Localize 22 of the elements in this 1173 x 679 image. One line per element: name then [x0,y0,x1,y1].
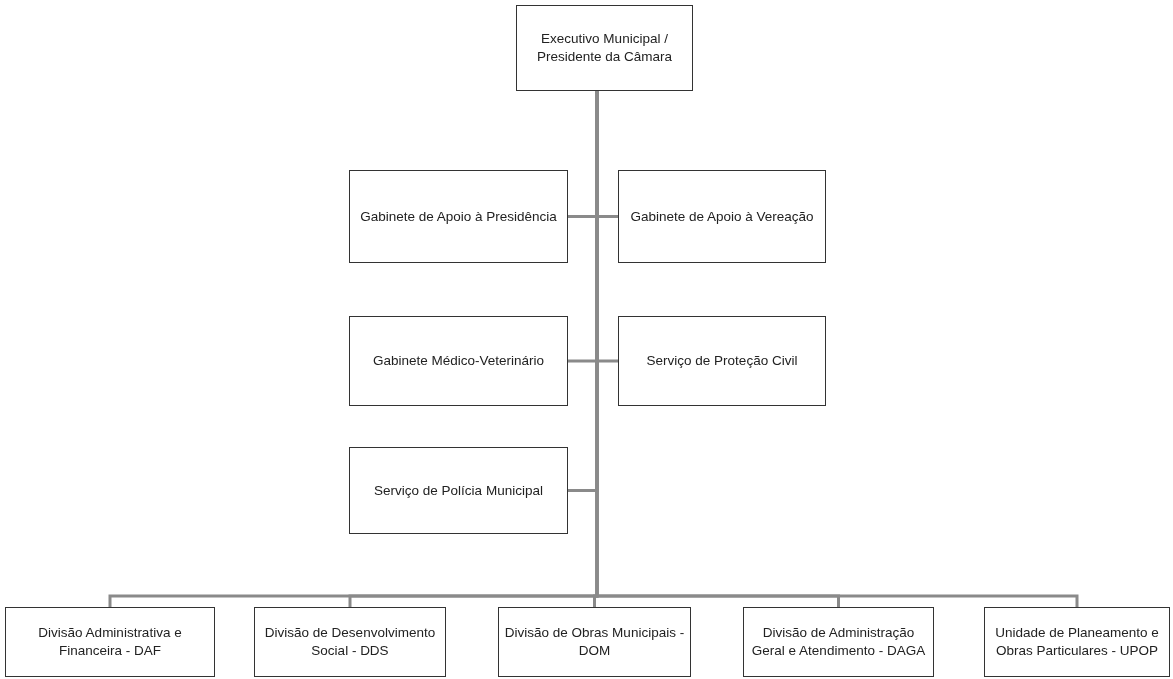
unit-name: Divisão Administrativa e Financeira - DAF [37,624,183,660]
unit-name: Serviço de Polícia Municipal [374,481,543,500]
unit-name: Divisão de Desenvolvimento Social - DDS [263,624,437,660]
org-unit-box [349,316,568,406]
org-unit-box [618,316,826,406]
org-unit-box [516,5,693,91]
unit-name: Executivo Municipal / Presidente da Câmara [535,30,674,66]
unit-name: Gabinete Médico-Veterinário [372,352,545,370]
unit-name: Serviço de Proteção Civil [646,352,798,370]
unit-name: Divisão de Obras Municipais - DOM [503,624,686,660]
org-unit-box [349,447,568,534]
unit-name: Divisão de Administração Geral e Atendimento - DAGA [750,624,927,660]
unit-name: Gabinete de Apoio à Vereação [630,207,814,226]
org-unit-box [984,607,1170,677]
org-unit-box [5,607,215,677]
org-unit-box [498,607,691,677]
unit-name: Unidade de Planeamento e Obras Particulares - UPOP [994,624,1160,660]
org-unit-box [349,170,568,263]
org-unit-box [254,607,446,677]
unit-name: Gabinete de Apoio à Presidência [360,207,557,226]
org-unit-box [618,170,826,263]
org-unit-box [743,607,934,677]
